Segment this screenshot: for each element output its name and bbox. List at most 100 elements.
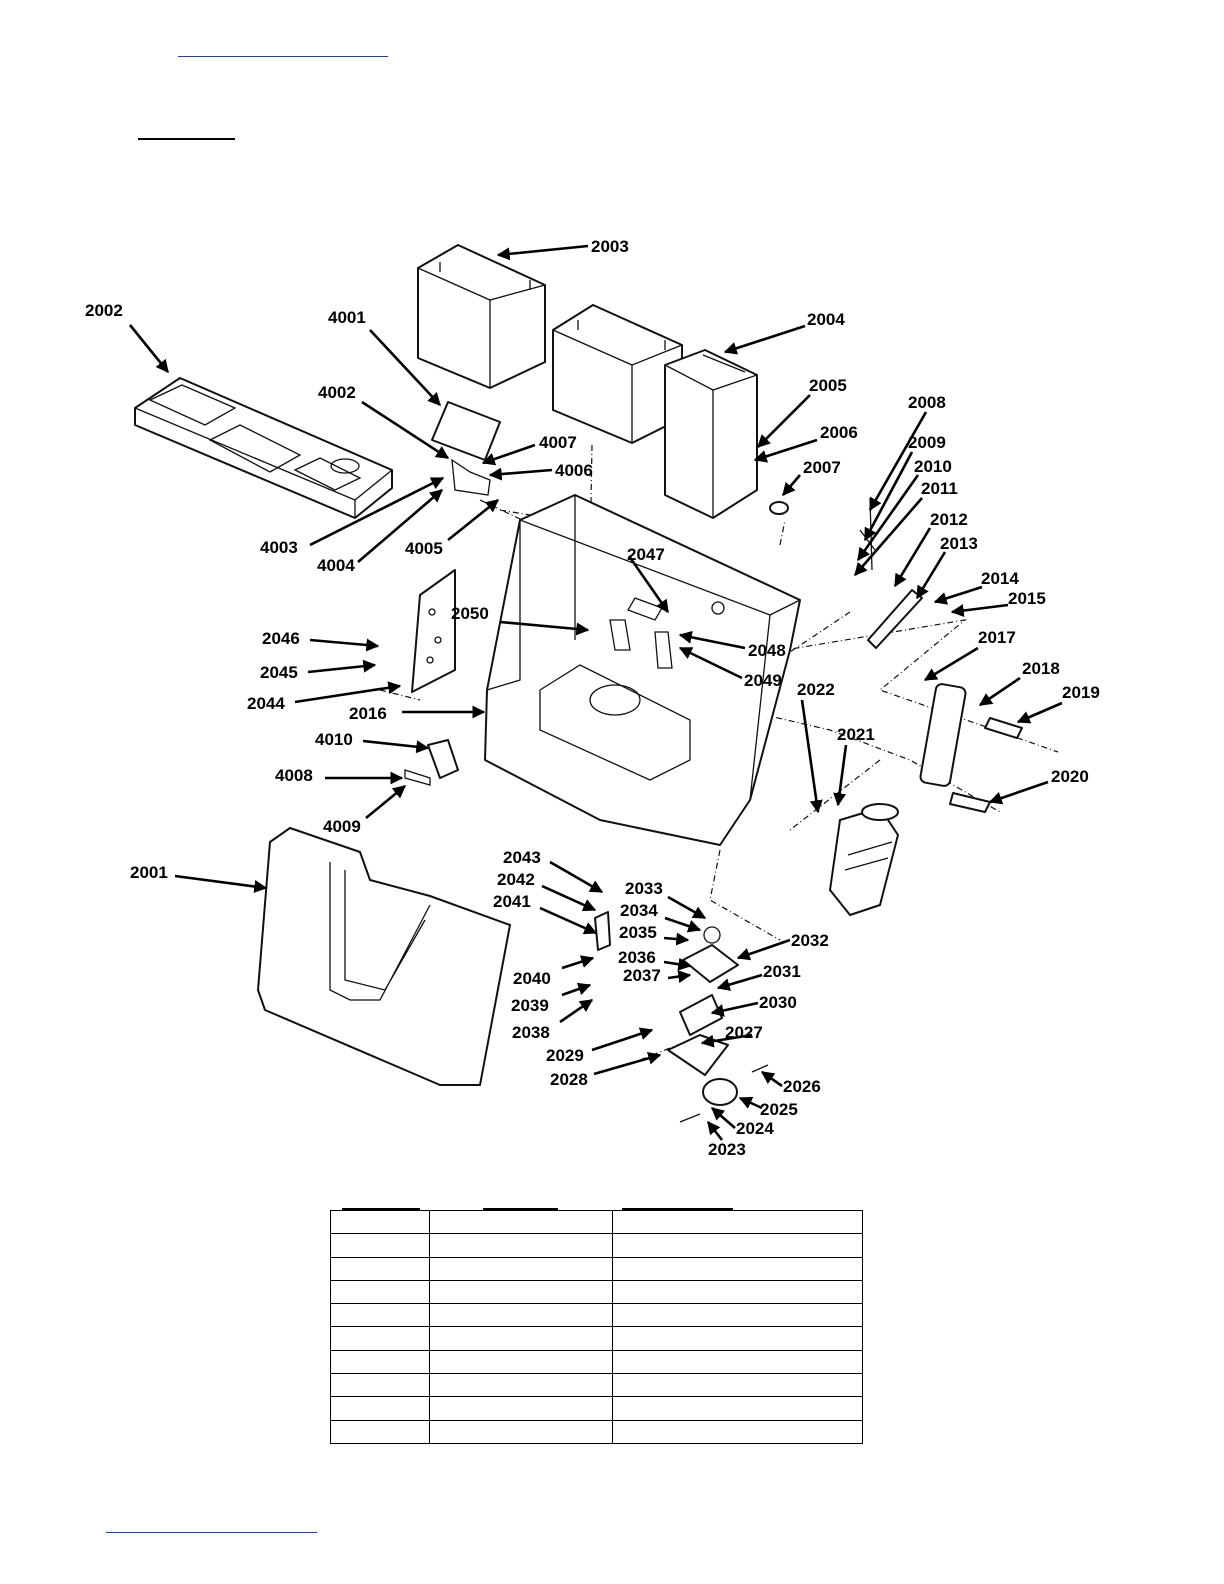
table-cell <box>330 1349 430 1375</box>
table-cell <box>612 1303 863 1328</box>
callout-2031: 2031 <box>763 962 801 981</box>
callout-4001: 4001 <box>328 308 366 327</box>
callout-2033: 2033 <box>625 879 663 898</box>
callout-2049: 2049 <box>744 671 782 690</box>
drive-parts <box>769 497 1023 916</box>
table-row <box>330 1279 863 1305</box>
table-row <box>330 1373 863 1398</box>
top-panel-part <box>134 377 393 519</box>
parts-table <box>330 1209 863 1444</box>
callout-4004: 4004 <box>317 556 355 575</box>
callout-2006: 2006 <box>820 423 858 442</box>
callout-2001: 2001 <box>130 863 168 882</box>
table-row <box>330 1209 863 1235</box>
table-cell <box>429 1209 613 1235</box>
table-cell <box>330 1373 430 1398</box>
callout-2044: 2044 <box>247 694 285 713</box>
table-row <box>330 1419 863 1444</box>
header-link-underline[interactable] <box>178 56 388 57</box>
callout-4008: 4008 <box>275 766 313 785</box>
callout-2020: 2020 <box>1051 767 1089 786</box>
main-frame-part <box>484 494 801 846</box>
callout-2041: 2041 <box>493 892 531 911</box>
callout-2028: 2028 <box>550 1070 588 1089</box>
table-row <box>330 1396 863 1421</box>
table-cell <box>429 1419 613 1444</box>
callout-2048: 2048 <box>748 641 786 660</box>
controller-box-part <box>664 349 758 519</box>
table-cell <box>330 1209 430 1235</box>
section-heading-underline <box>138 138 235 140</box>
callout-2004: 2004 <box>807 310 845 329</box>
table-cell <box>612 1373 863 1398</box>
callout-2015: 2015 <box>1008 589 1046 608</box>
callout-2027: 2027 <box>725 1023 763 1042</box>
callout-2023: 2023 <box>708 1140 746 1159</box>
callout-2003: 2003 <box>591 237 629 256</box>
callout-2035: 2035 <box>619 923 657 942</box>
table-cell <box>330 1326 430 1351</box>
callout-2011: 2011 <box>921 479 958 498</box>
callout-2018: 2018 <box>1022 659 1060 678</box>
table-cell <box>330 1303 430 1328</box>
callout-2021: 2021 <box>837 725 875 744</box>
front-cover-part <box>257 827 511 1086</box>
table-cell <box>429 1279 613 1305</box>
callout-2007: 2007 <box>803 458 841 477</box>
table-row <box>330 1326 863 1351</box>
callout-2032: 2032 <box>791 931 829 950</box>
table-row <box>330 1233 863 1258</box>
callout-2040: 2040 <box>513 969 551 988</box>
callout-2013: 2013 <box>940 534 978 553</box>
table-header-1 <box>342 1198 420 1210</box>
callout-4006: 4006 <box>555 461 593 480</box>
table-cell <box>612 1256 863 1281</box>
table-cell <box>612 1279 863 1305</box>
table-cell <box>612 1326 863 1351</box>
callout-2014: 2014 <box>981 569 1019 588</box>
callout-2029: 2029 <box>546 1046 584 1065</box>
callout-2017: 2017 <box>978 628 1016 647</box>
table-cell <box>612 1396 863 1421</box>
table-cell <box>330 1256 430 1281</box>
callout-2024: 2024 <box>736 1119 774 1138</box>
callout-2012: 2012 <box>930 510 968 529</box>
callout-2042: 2042 <box>497 870 535 889</box>
callout-2022: 2022 <box>797 680 835 699</box>
footer-link-underline[interactable] <box>106 1532 317 1533</box>
table-cell <box>330 1279 430 1305</box>
callout-labels: 2003 2002 2004 4001 2005 4002 2008 2006 … <box>85 237 1100 1159</box>
callout-2002: 2002 <box>85 301 123 320</box>
table-cell <box>429 1256 613 1281</box>
table-cell <box>612 1209 863 1235</box>
callout-2043: 2043 <box>503 848 541 867</box>
callout-4003: 4003 <box>260 538 298 557</box>
table-cell <box>330 1396 430 1421</box>
battery-parts <box>417 244 683 444</box>
table-cell <box>429 1349 613 1375</box>
callout-2026: 2026 <box>783 1077 821 1096</box>
callout-4005: 4005 <box>405 539 443 558</box>
callout-2005: 2005 <box>809 376 847 395</box>
table-cell <box>330 1419 430 1444</box>
callout-2030: 2030 <box>759 993 797 1012</box>
table-cell <box>612 1349 863 1375</box>
table-row <box>330 1349 863 1375</box>
callout-4007: 4007 <box>539 433 577 452</box>
callout-2009: 2009 <box>908 433 946 452</box>
callout-2038: 2038 <box>512 1023 550 1042</box>
side-plate-part <box>411 569 456 693</box>
callout-arrows <box>128 244 1063 1141</box>
table-cell <box>429 1233 613 1258</box>
callout-2045: 2045 <box>260 663 298 682</box>
table-cell <box>429 1396 613 1421</box>
table-cell <box>429 1326 613 1351</box>
callout-2016: 2016 <box>349 704 387 723</box>
table-header-3 <box>622 1198 733 1210</box>
table-cell <box>612 1233 863 1258</box>
callout-2039: 2039 <box>511 996 549 1015</box>
table-cell <box>429 1373 613 1398</box>
callout-4002: 4002 <box>318 383 356 402</box>
callout-4009: 4009 <box>323 817 361 836</box>
